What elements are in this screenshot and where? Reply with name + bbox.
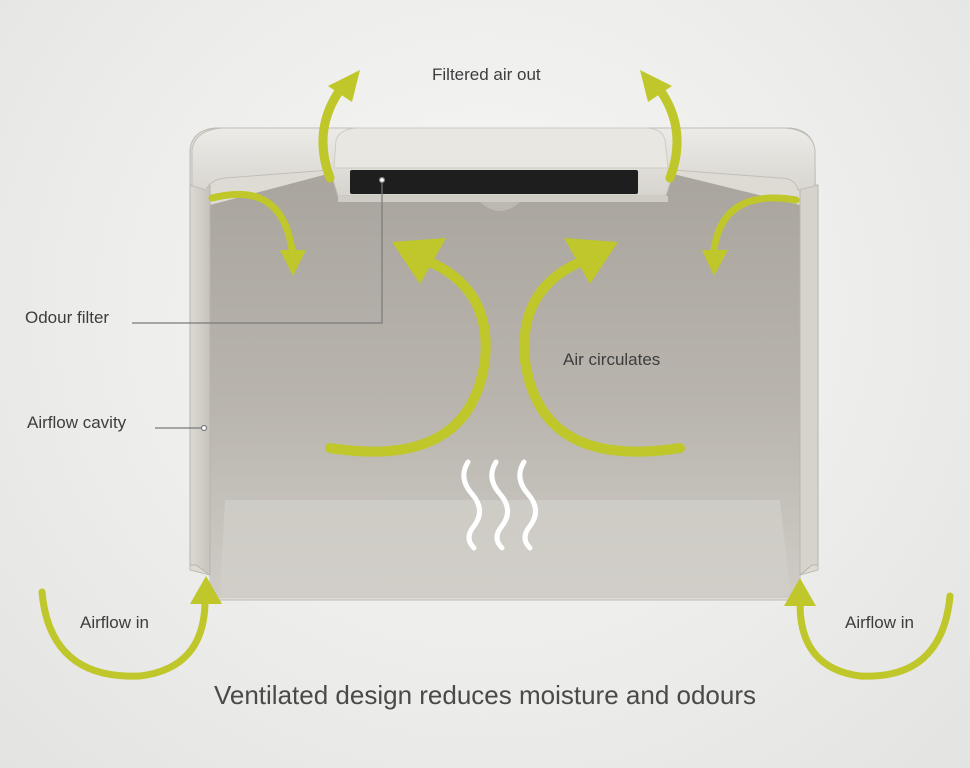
bin-body — [189, 127, 819, 601]
bin-floor — [220, 500, 790, 596]
curved-arrow-icon — [325, 238, 491, 457]
label-filtered-air-out: Filtered air out — [432, 65, 541, 84]
airflow-cavity-leader-dot — [200, 424, 208, 432]
curved-arrow-icon — [38, 576, 222, 680]
curved-arrow-icon — [702, 194, 800, 276]
label-odour-filter: Odour filter — [25, 308, 110, 327]
odour-filter-cartridge — [350, 170, 638, 194]
label-air-circulates: Air circulates — [563, 350, 661, 369]
filter-frame — [338, 196, 668, 202]
odour-filter-leader-dot — [378, 176, 386, 184]
heat-waves-icon — [461, 459, 538, 551]
caption: Ventilated design reduces moisture and o… — [213, 680, 756, 710]
leader-lines — [132, 176, 386, 432]
label-airflow-in-right: Airflow in — [845, 613, 914, 632]
airflow-arrows — [38, 70, 954, 680]
bin-interior — [210, 172, 800, 598]
curved-arrow-icon — [640, 70, 682, 183]
curved-arrow-icon — [208, 190, 306, 276]
left-wall — [189, 184, 211, 576]
curved-arrow-icon — [519, 238, 685, 457]
label-airflow-in-left: Airflow in — [80, 613, 149, 632]
right-wall — [799, 184, 819, 577]
odour-filter-leader — [132, 180, 383, 324]
label-airflow-cavity: Airflow cavity — [27, 413, 127, 432]
curved-arrow-icon — [318, 70, 360, 183]
filter-notch — [480, 202, 520, 211]
curved-arrow-icon — [784, 578, 954, 680]
vent-cover — [333, 127, 669, 169]
